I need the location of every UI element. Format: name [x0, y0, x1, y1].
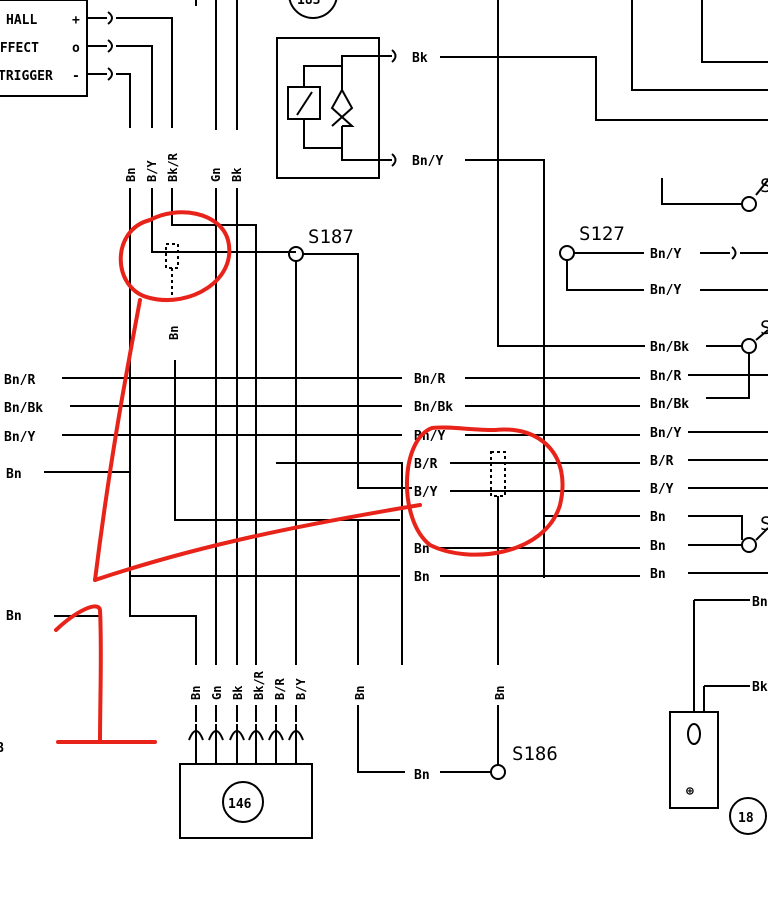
- red-line-down: [93, 298, 142, 582]
- hall-effect-trigger-block: HALL EFFECT TRIGGER + o -: [0, 0, 173, 128]
- left-side-rows: Bn/R Bn/Bk Bn/Y Bn Bn B: [0, 373, 402, 756]
- top-vertical-labels: Bn B/Y Bk/R Gn Bk: [124, 152, 244, 182]
- c-bnbk: Bn/Bk: [414, 400, 453, 415]
- rf-bk: Bk: [752, 680, 768, 695]
- hall-line3: TRIGGER: [0, 69, 53, 84]
- splice-s186: S186: [490, 743, 558, 780]
- l-edge-b: B: [0, 741, 4, 756]
- dashed-splice-top: [165, 243, 179, 300]
- r-bn-3: Bn: [650, 567, 666, 582]
- component-18-id: 18: [738, 811, 754, 826]
- relay-183-badge: 183: [297, 0, 320, 8]
- relay-label-bny: Bn/Y: [412, 154, 443, 169]
- red-loop-top: [118, 210, 232, 302]
- splice-s127: S127 Bn/Y Bn/Y: [559, 223, 768, 298]
- tv-bn: Bn: [124, 168, 138, 182]
- red-annotations: [54, 210, 565, 744]
- c-bn-2: Bn: [414, 570, 430, 585]
- red-ground-stem: [54, 604, 103, 744]
- hall-minus: -: [72, 69, 80, 84]
- tv-gn: Gn: [209, 168, 223, 182]
- l-bnbk: Bn/Bk: [4, 401, 43, 416]
- r-by: B/Y: [650, 482, 674, 497]
- bv-bkr: Bk/R: [252, 670, 266, 700]
- l-bn-1: Bn: [6, 467, 22, 482]
- splice-edge-low: S: [760, 513, 768, 535]
- r-bny-1: Bn/Y: [650, 247, 681, 262]
- s127-label: S127: [579, 223, 625, 245]
- dashed-splice-center: [490, 451, 506, 665]
- relay-183: 183 Bk Bn/Y: [276, 0, 768, 578]
- hall-plus: +: [72, 13, 80, 28]
- hall-line2: EFFECT: [0, 41, 39, 56]
- r-bn-1: Bn: [650, 510, 666, 525]
- component-146-id: 146: [228, 797, 252, 812]
- tv-by: B/Y: [145, 160, 159, 182]
- rf-bn: Bn: [752, 595, 768, 610]
- r-bnbk-2: Bn/Bk: [650, 397, 689, 412]
- component-18-plus: ⊕: [686, 784, 694, 799]
- hall-zero: o: [72, 41, 80, 56]
- tv-bkr: Bk/R: [166, 152, 180, 182]
- s186-label: S186: [512, 743, 558, 765]
- splice-edge-mid: S: [760, 317, 768, 339]
- bv-by: B/Y: [294, 678, 308, 700]
- l-bn-2: Bn: [6, 609, 22, 624]
- s187-label: S187: [308, 226, 354, 248]
- splice-edge-top: S: [760, 175, 768, 197]
- center-labels: Bn/R Bn/Bk Bn/Y B/R B/Y Bn Bn Bn: [414, 372, 453, 783]
- bv-bn: Bn: [189, 686, 203, 700]
- r-bny-3: Bn/Y: [650, 426, 681, 441]
- r-br: B/R: [650, 454, 674, 469]
- l-bnr: Bn/R: [4, 373, 35, 388]
- c-by: B/Y: [414, 485, 438, 500]
- c-bn-1: Bn: [414, 542, 430, 557]
- hall-line1: HALL: [6, 13, 37, 28]
- bv-gn: Gn: [210, 686, 224, 700]
- bv-bn-extra1: Bn: [353, 686, 367, 700]
- splice-s187: S187: [288, 226, 412, 665]
- bv-bn-extra2: Bn: [493, 686, 507, 700]
- c-br: B/R: [414, 457, 438, 472]
- r-bn-2: Bn: [650, 539, 666, 554]
- mid-vertical-bn: Bn: [167, 326, 181, 340]
- component-146: 146: [179, 724, 313, 839]
- bv-br: B/R: [273, 678, 287, 700]
- c-bnr: Bn/R: [414, 372, 445, 387]
- bv-bk: Bk: [231, 685, 245, 700]
- l-bny: Bn/Y: [4, 430, 35, 445]
- right-side-rows: Bn/Bk S Bn/R Bn/Bk Bn/Y B/R B/Y Bn Bn Bn…: [650, 317, 768, 582]
- r-bnr: Bn/R: [650, 369, 681, 384]
- c-bn-3: Bn: [414, 768, 430, 783]
- red-loop-center: [405, 425, 565, 557]
- bottom-vertical-labels: Bn Gn Bk Bk/R B/R B/Y Bn Bn: [189, 670, 507, 700]
- red-diagonal: [93, 503, 422, 582]
- r-bny-2: Bn/Y: [650, 283, 681, 298]
- relay-label-bk: Bk: [412, 51, 428, 66]
- component-18: Bn Bk ⊕ 18: [669, 595, 768, 835]
- tv-bk: Bk: [230, 167, 244, 182]
- r-bnbk-1: Bn/Bk: [650, 340, 689, 355]
